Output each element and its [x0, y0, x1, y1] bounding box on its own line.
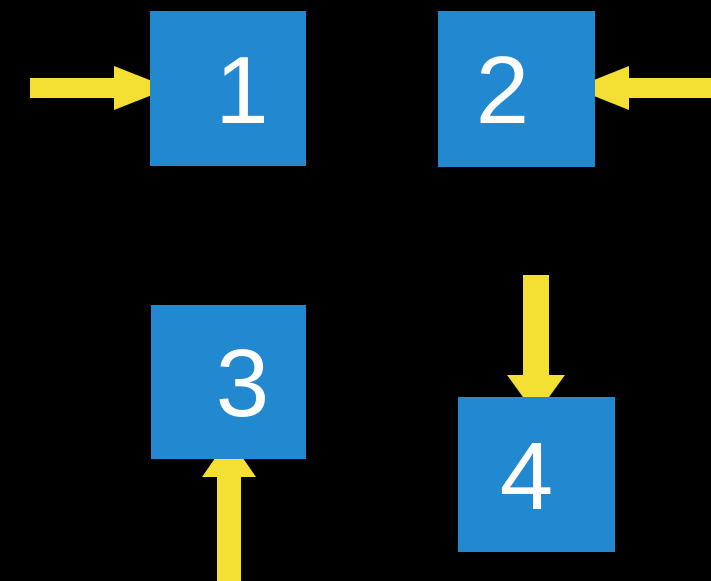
node-box-2[interactable]: 2 — [438, 11, 595, 167]
arrow-right-into-box-1 — [30, 66, 170, 110]
node-label-4: 4 — [499, 422, 554, 530]
node-label-1: 1 — [215, 36, 269, 144]
arrow-up-into-box-3 — [202, 438, 256, 581]
node-label-3: 3 — [215, 330, 270, 437]
node-box-1[interactable]: 1 — [150, 11, 306, 166]
arrow-right-shape — [30, 66, 170, 110]
arrow-up-shape — [202, 438, 256, 581]
arrow-down-into-box-4 — [507, 275, 565, 415]
node-box-3[interactable]: 3 — [151, 305, 306, 459]
arrow-down-shape — [507, 275, 565, 415]
node-label-2: 2 — [475, 37, 530, 144]
node-box-4[interactable]: 4 — [458, 397, 615, 552]
arrow-left-into-box-2 — [574, 66, 711, 110]
arrow-left-shape — [574, 66, 711, 110]
